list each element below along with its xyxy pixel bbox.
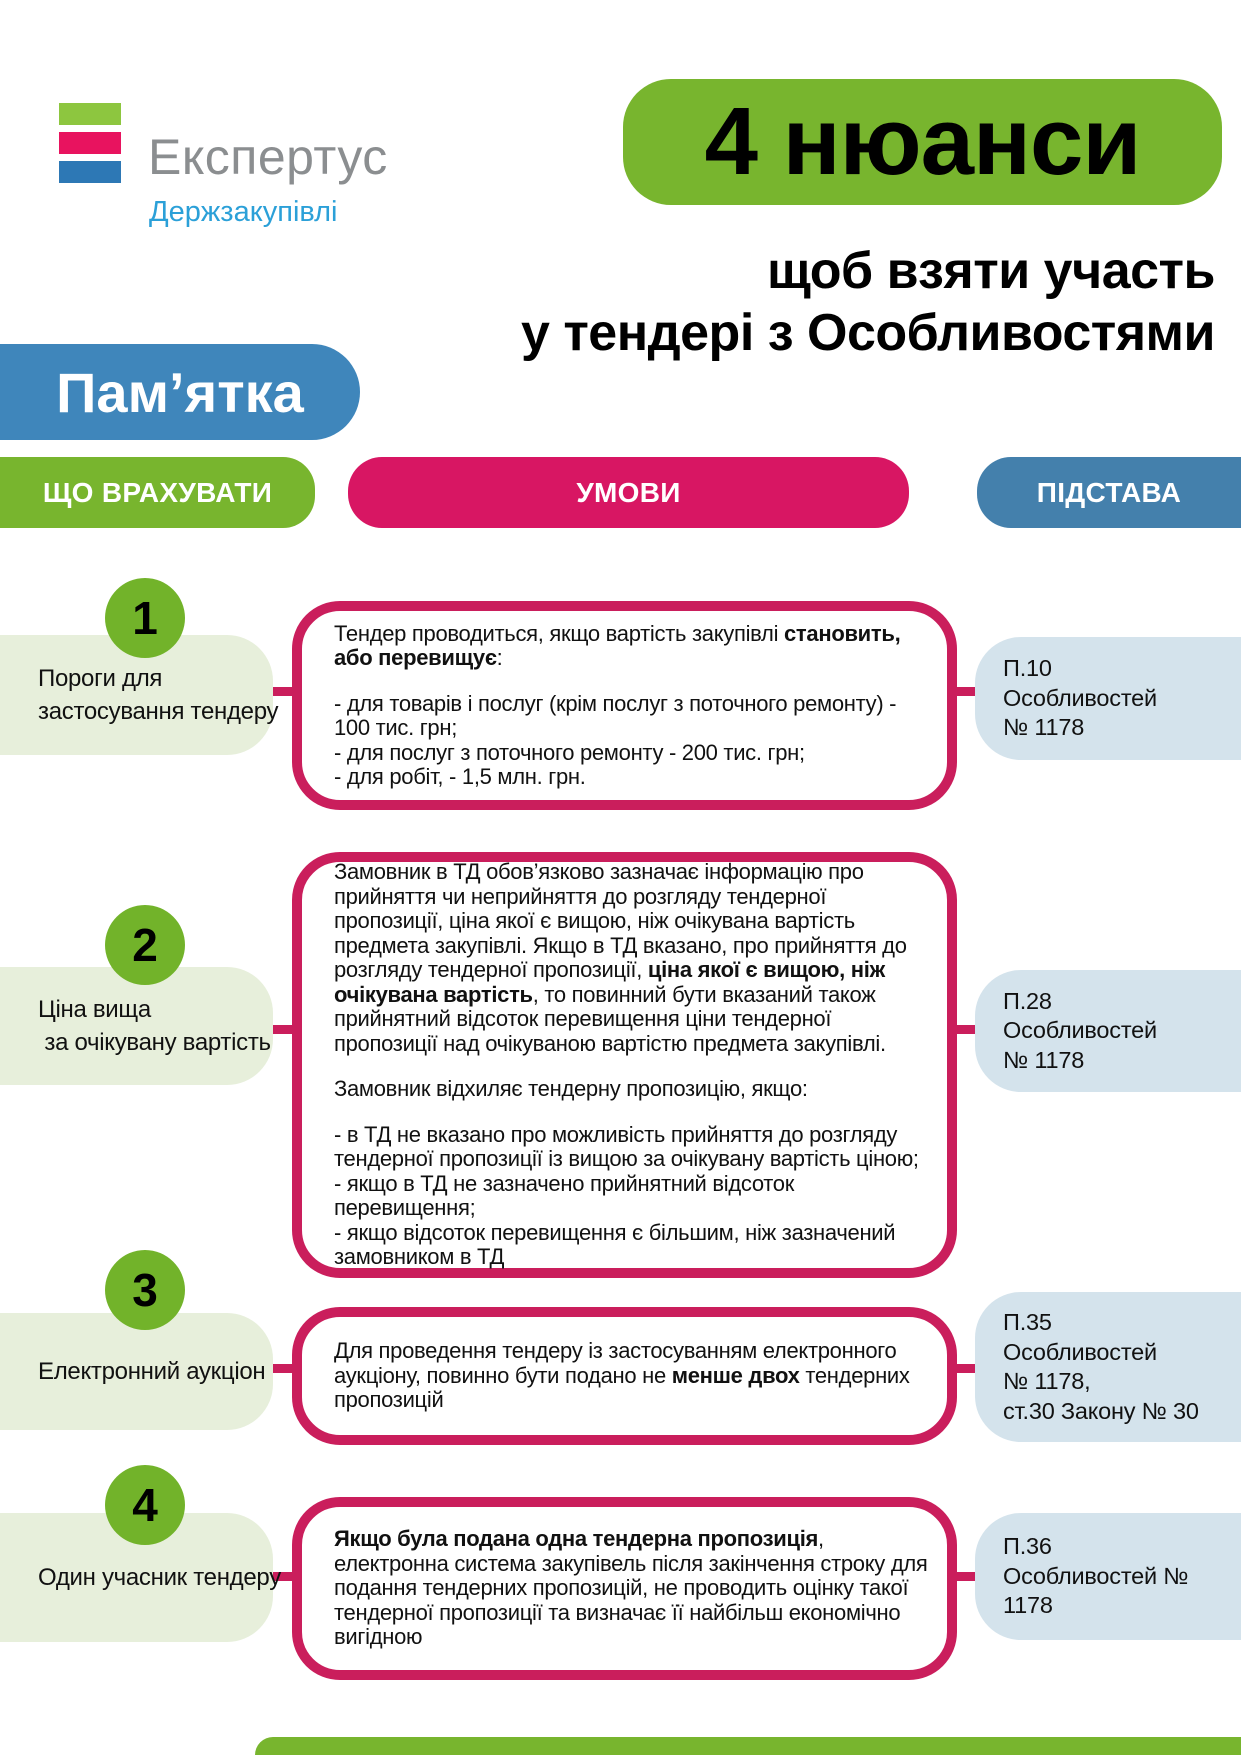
column-header-conditions: УМОВИ — [348, 457, 909, 528]
column-header-basis: ПІДСТАВА — [977, 457, 1241, 528]
item-label: Електронний аукціон — [38, 1358, 266, 1385]
connector-right — [946, 1572, 984, 1581]
memo-badge-label: Пам’ятка — [56, 360, 304, 424]
page-title: 4 нюанси — [704, 88, 1142, 195]
condition-box: Якщо була подана одна тендерна пропозиці… — [292, 1497, 957, 1680]
item-label-box: Електронний аукціон — [0, 1313, 273, 1430]
condition-box: Замовник в ТД обов’язково зазначає інфор… — [292, 852, 957, 1278]
subtitle: щоб взяти участь у тендері з Особливостя… — [520, 240, 1216, 364]
brand-logo — [59, 103, 121, 190]
connector-left — [256, 687, 302, 696]
logo-bar-pink-icon — [59, 132, 121, 154]
connector-right — [946, 1364, 984, 1373]
condition-text: Для проведення тендеру із застосуванням … — [334, 1338, 910, 1413]
brand-name: Експертус — [148, 129, 388, 185]
basis-box: П.36 Особливостей № 1178 — [975, 1513, 1241, 1640]
basis-text: П.10 Особливостей № 1178 — [1003, 655, 1157, 741]
item-number: 1 — [132, 592, 158, 644]
item-number-badge: 3 — [105, 1250, 185, 1330]
item-number-badge: 2 — [105, 905, 185, 985]
basis-box: П.35 Особливостей № 1178, ст.30 Закону №… — [975, 1292, 1241, 1442]
bottom-bar — [255, 1737, 1241, 1755]
condition-text: Тендер проводиться, якщо вартість закупі… — [334, 620, 901, 789]
item-number: 3 — [132, 1264, 158, 1316]
basis-box: П.10 Особливостей № 1178 — [975, 637, 1241, 760]
condition-box: Тендер проводиться, якщо вартість закупі… — [292, 601, 957, 810]
subtitle-line-1: щоб взяти участь — [767, 242, 1215, 300]
item-label-box: Ціна вища за очікувану вартість — [0, 967, 273, 1085]
column-header-what: ЩО ВРАХУВАТИ — [0, 457, 315, 528]
logo-bar-blue-icon — [59, 161, 121, 183]
connector-left — [256, 1572, 302, 1581]
subtitle-line-2: у тендері з Особливостями — [520, 304, 1216, 362]
basis-box: П.28 Особливостей № 1178 — [975, 970, 1241, 1092]
basis-text: П.35 Особливостей № 1178, ст.30 Закону №… — [1003, 1309, 1199, 1424]
item-number: 4 — [132, 1479, 158, 1531]
memo-badge: Пам’ятка — [0, 344, 360, 440]
item-label-box: Пороги для застосування тендеру — [0, 635, 279, 755]
item-number-badge: 4 — [105, 1465, 185, 1545]
basis-text: П.36 Особливостей № 1178 — [1003, 1533, 1189, 1619]
item-number-badge: 1 — [105, 578, 185, 658]
item-number: 2 — [132, 919, 158, 971]
title-banner: 4 нюанси — [623, 79, 1222, 205]
logo-bar-green-icon — [59, 103, 121, 125]
item-label: Ціна вища за очікувану вартість — [38, 996, 271, 1056]
condition-box: Для проведення тендеру із застосуванням … — [292, 1307, 957, 1445]
connector-left — [256, 1364, 302, 1373]
condition-text: Замовник в ТД обов’язково зазначає інфор… — [334, 859, 919, 1270]
connector-right — [946, 1025, 984, 1034]
item-label: Пороги для застосування тендеру — [38, 665, 279, 725]
connector-right — [946, 687, 984, 696]
item-label: Один учасник тендеру — [38, 1564, 281, 1591]
condition-text: Якщо була подана одна тендерна пропозиці… — [334, 1526, 928, 1650]
connector-left — [256, 1025, 302, 1034]
brand-product: Держзакупівлі — [149, 196, 338, 228]
basis-text: П.28 Особливостей № 1178 — [1003, 987, 1157, 1073]
